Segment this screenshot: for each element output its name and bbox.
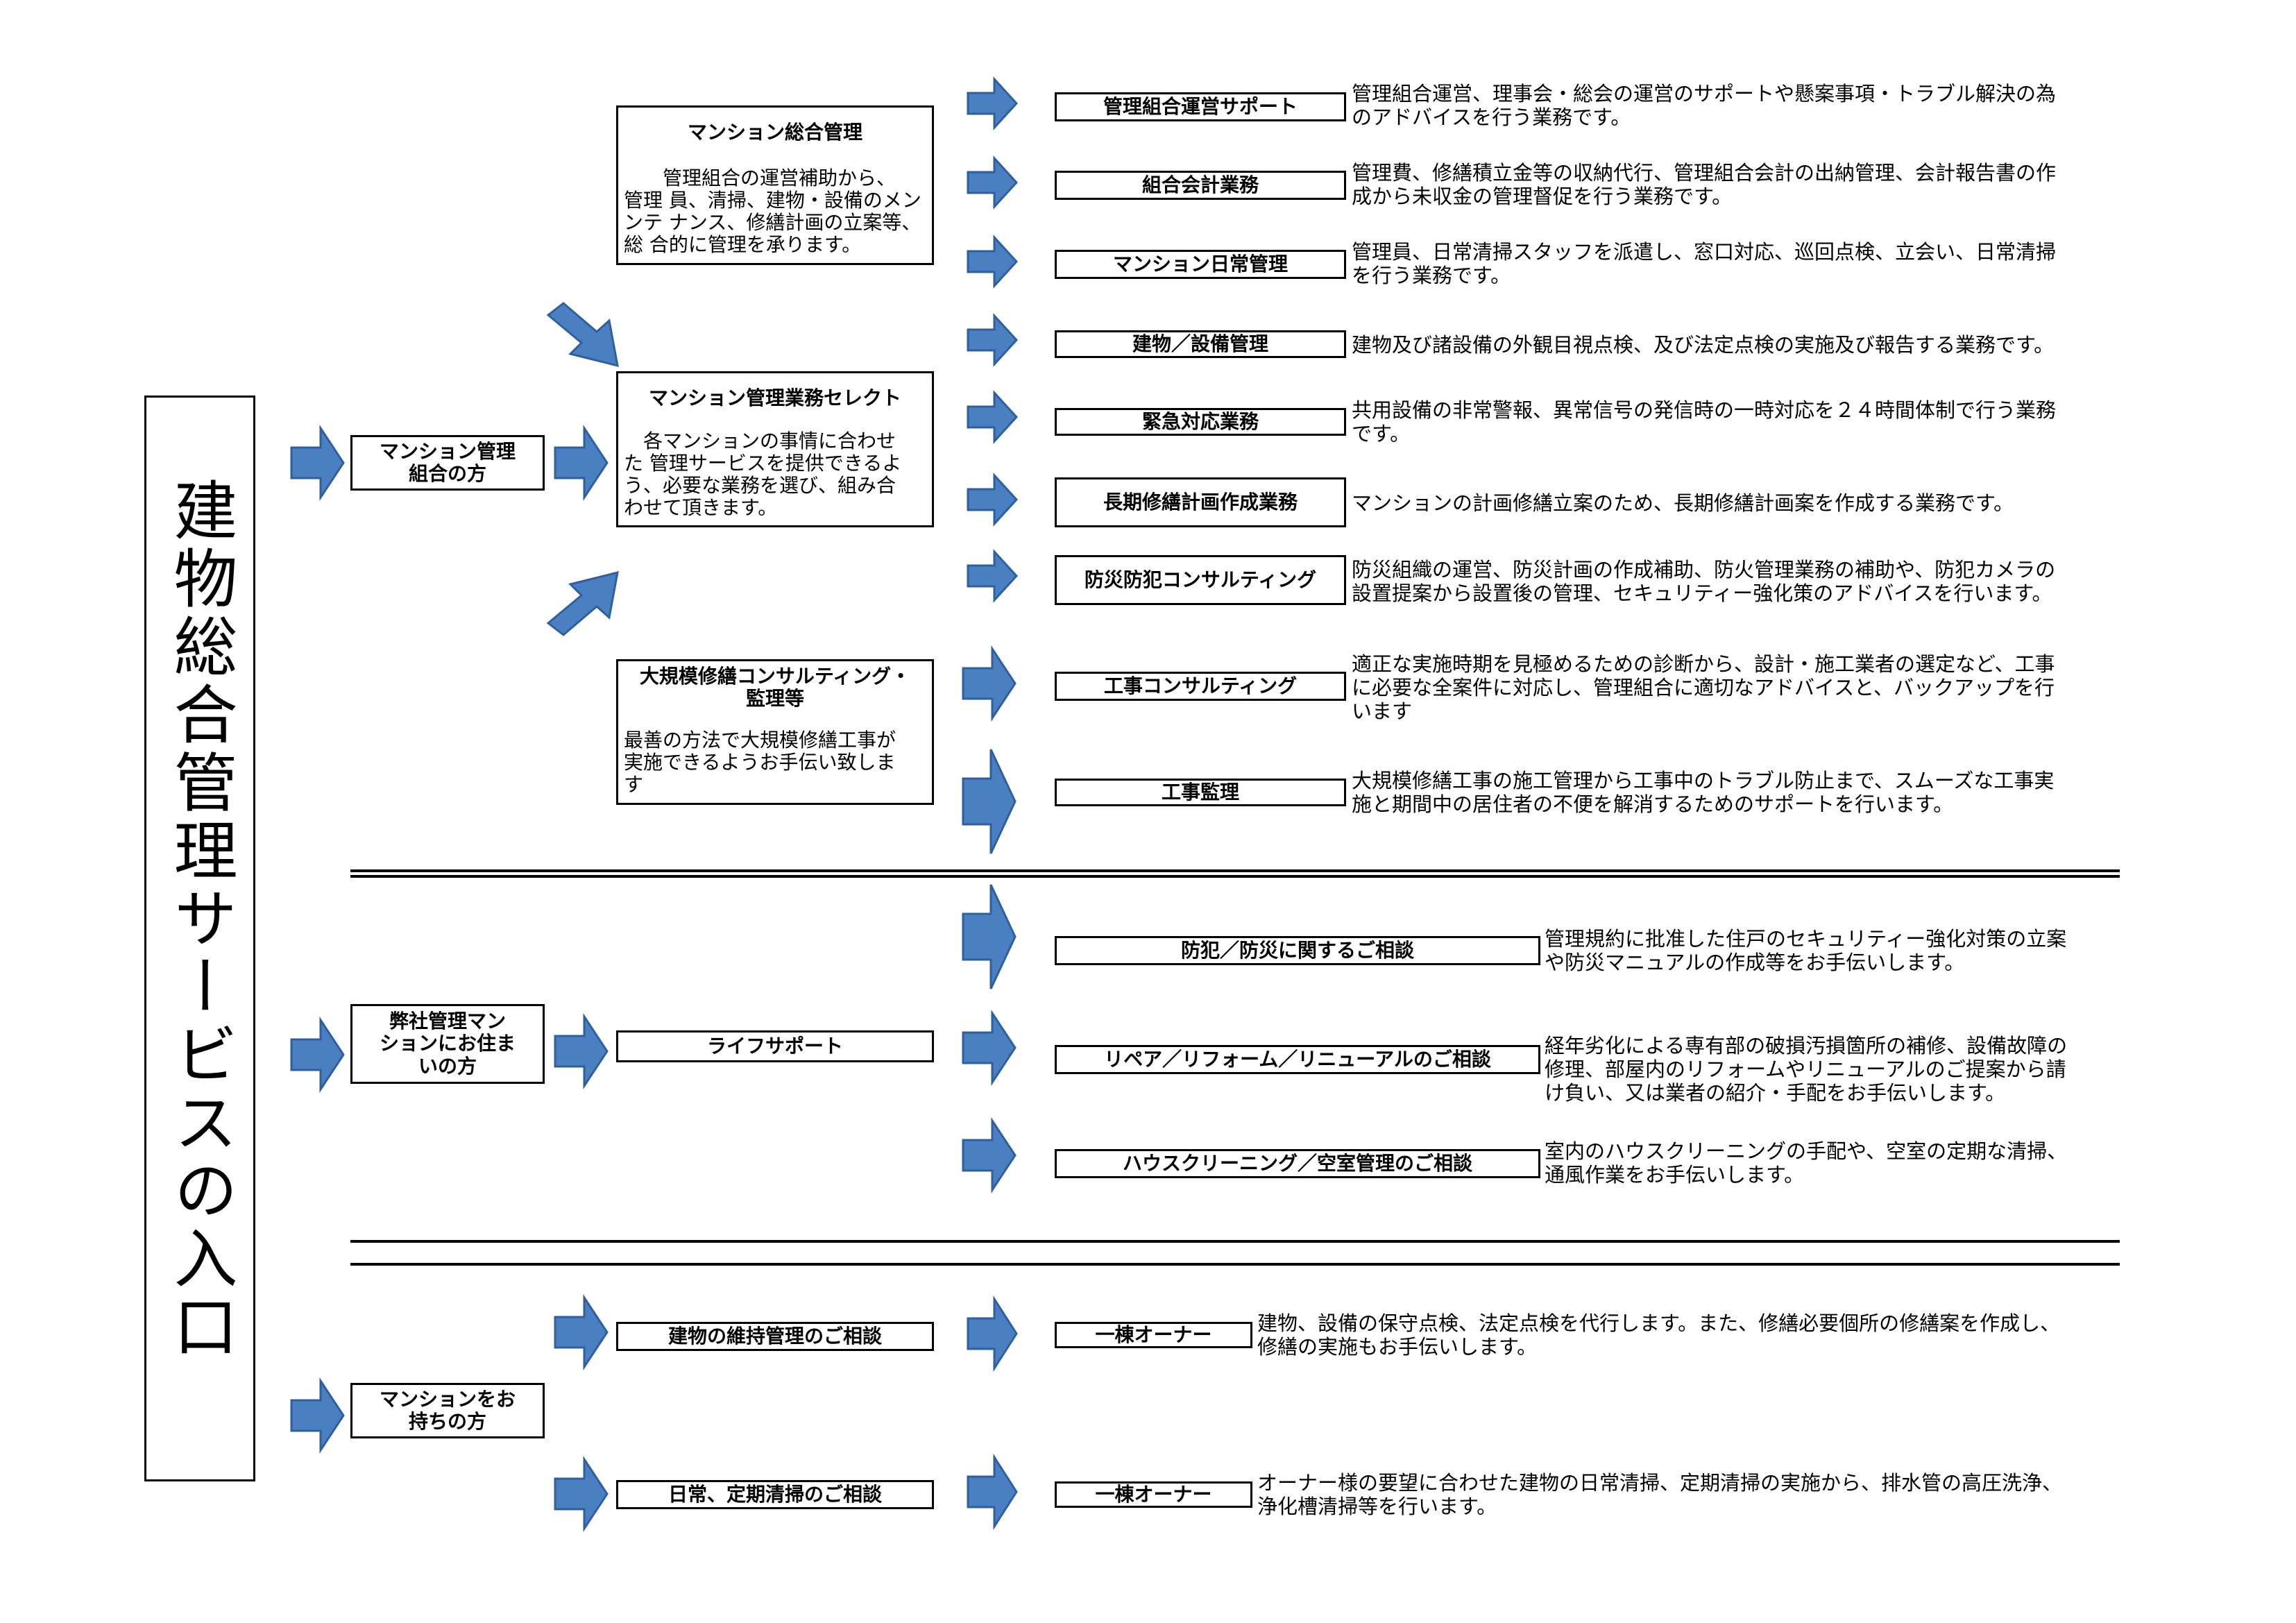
- service-daikibo-body: 最善の方法で大規模修繕工事が 実施できるようお手伝い致しま す: [624, 729, 896, 796]
- item-desc: 管理員、日常清掃スタッフを派遣し、窓口対応、巡回点検、立会い、日常清掃 を行う業…: [1352, 240, 2057, 287]
- entry-resident: 弊社管理マン ションにお住ま いの方: [350, 1004, 545, 1084]
- right-arrow-icon: [962, 1010, 1017, 1086]
- item-desc: 管理費、修繕積立金等の収納代行、管理組合会計の出納管理、会計報告書の作 成から未…: [1352, 161, 2057, 208]
- service-sogo-body: 管理組合の運営補助から、 管理 員、清掃、建物・設備のメン ンテ ナンス、修繕計…: [624, 167, 921, 256]
- item-desc: オーナー様の要望に合わせた建物の日常清掃、定期清掃の実施から、排水管の高圧洗浄、…: [1257, 1471, 2063, 1518]
- service-nichijo-seiso: 日常、定期清掃のご相談: [616, 1480, 934, 1509]
- item-label: 一棟オーナー: [1055, 1481, 1252, 1508]
- item-label: 防災防犯コンサルティング: [1055, 555, 1346, 605]
- item-desc: 建物、設備の保守点検、法定点検を代行します。また、修繕必要個所の修繕案を作成し、…: [1257, 1311, 2061, 1359]
- service-daikibo: 大規模修繕コンサルティング・ 監理等 最善の方法で大規模修繕工事が 実施できるよ…: [616, 659, 934, 805]
- item-label: 建物／設備管理: [1055, 330, 1346, 358]
- item-desc: 大規模修繕工事の施工管理から工事中のトラブル防止まで、スムーズな工事実 施と期間…: [1352, 769, 2055, 816]
- right-arrow-icon: [962, 645, 1017, 722]
- item-desc: 室内のハウスクリーニングの手配や、空室の定期な清掃、 通風作業をお手伝いします。: [1545, 1139, 2068, 1187]
- item-desc: 適正な実施時期を見極めるための診断から、設計・施工業者の選定など、工事 に必要な…: [1352, 652, 2055, 723]
- service-sogo-title: マンション総合管理: [687, 121, 862, 144]
- entry-union: マンション管理 組合の方: [350, 435, 545, 491]
- service-select-title: マンション管理業務セレクト: [648, 386, 901, 409]
- right-arrow-icon: [967, 313, 1019, 367]
- item-desc: 経年劣化による専有部の破損汚損箇所の補修、設備故障の 修理、部屋内のリフォームや…: [1545, 1034, 2068, 1105]
- item-label: 防犯／防災に関するご相談: [1055, 936, 1540, 965]
- item-label: 管理組合運営サポート: [1055, 92, 1346, 121]
- service-sogo: マンション総合管理 管理組合の運営補助から、 管理 員、清掃、建物・設備のメン …: [616, 105, 934, 265]
- item-desc: マンションの計画修繕立案のため、長期修繕計画案を作成する業務です。: [1352, 491, 2014, 515]
- title-box: 建物総合管理サービスの入口: [144, 396, 255, 1481]
- divider-line: [350, 875, 2120, 878]
- item-label: 工事コンサルティング: [1055, 672, 1346, 701]
- item-desc: 防災組織の運営、防災計画の作成補助、防火管理業務の補助や、防犯カメラの 設置提案…: [1352, 558, 2056, 605]
- item-desc: 管理組合運営、理事会・総会の運営のサポートや懸案事項・トラブル解決の為 のアドバ…: [1352, 82, 2057, 129]
- entry-owner: マンションをお 持ちの方: [350, 1383, 545, 1438]
- service-ijikanri: 建物の維持管理のご相談: [616, 1322, 934, 1351]
- right-arrow-icon: [554, 425, 609, 501]
- item-desc: 共用設備の非常警報、異常信号の発信時の一時対応を２４時間体制で行う業務 です。: [1352, 398, 2057, 445]
- right-arrow-icon: [967, 1295, 1018, 1373]
- right-arrow-icon: [967, 155, 1019, 210]
- divider-line: [350, 1263, 2120, 1266]
- right-arrow-icon: [290, 1377, 345, 1454]
- right-arrow-icon: [962, 749, 1017, 854]
- item-label: ハウスクリーニング／空室管理のご相談: [1055, 1149, 1540, 1178]
- diagonal-down-arrow-icon: [546, 570, 619, 636]
- item-label: 一棟オーナー: [1055, 1322, 1252, 1348]
- diagonal-up-arrow-icon: [546, 302, 619, 368]
- item-label: 長期修繕計画作成業務: [1055, 477, 1346, 527]
- right-arrow-icon: [290, 425, 345, 501]
- right-arrow-icon: [554, 1456, 609, 1532]
- right-arrow-icon: [290, 1017, 345, 1093]
- item-label: リペア／リフォーム／リニューアルのご相談: [1055, 1045, 1540, 1074]
- divider-line: [350, 1240, 2120, 1243]
- item-label: 緊急対応業務: [1055, 408, 1346, 436]
- item-desc: 管理規約に批准した住戸のセキュリティー強化対策の立案 や防災マニュアルの作成等を…: [1545, 927, 2067, 974]
- right-arrow-icon: [967, 1453, 1018, 1531]
- divider-line: [350, 869, 2120, 872]
- service-life: ライフサポート: [616, 1030, 934, 1062]
- right-arrow-icon: [962, 884, 1017, 989]
- item-label: 工事監理: [1055, 779, 1346, 806]
- right-arrow-icon: [962, 1117, 1017, 1193]
- right-arrow-icon: [967, 76, 1019, 130]
- page-title: 建物総合管理サービスの入口: [163, 477, 237, 1361]
- item-label: マンション日常管理: [1055, 250, 1346, 279]
- right-arrow-icon: [967, 549, 1019, 603]
- right-arrow-icon: [554, 1013, 609, 1089]
- right-arrow-icon: [554, 1294, 609, 1370]
- right-arrow-icon: [967, 390, 1019, 444]
- service-daikibo-title: 大規模修繕コンサルティング・ 監理等: [639, 665, 911, 710]
- right-arrow-icon: [967, 235, 1019, 289]
- right-arrow-icon: [967, 473, 1019, 527]
- service-select: マンション管理業務セレクト 各マンションの事情に合わせ た 管理サービスを提供で…: [616, 371, 934, 527]
- item-label: 組合会計業務: [1055, 171, 1346, 200]
- service-select-body: 各マンションの事情に合わせ た 管理サービスを提供できるよ う、必要な業務を選び…: [624, 430, 902, 519]
- item-desc: 建物及び諸設備の外観目視点検、及び法定点検の実施及び報告する業務です。: [1352, 333, 2055, 357]
